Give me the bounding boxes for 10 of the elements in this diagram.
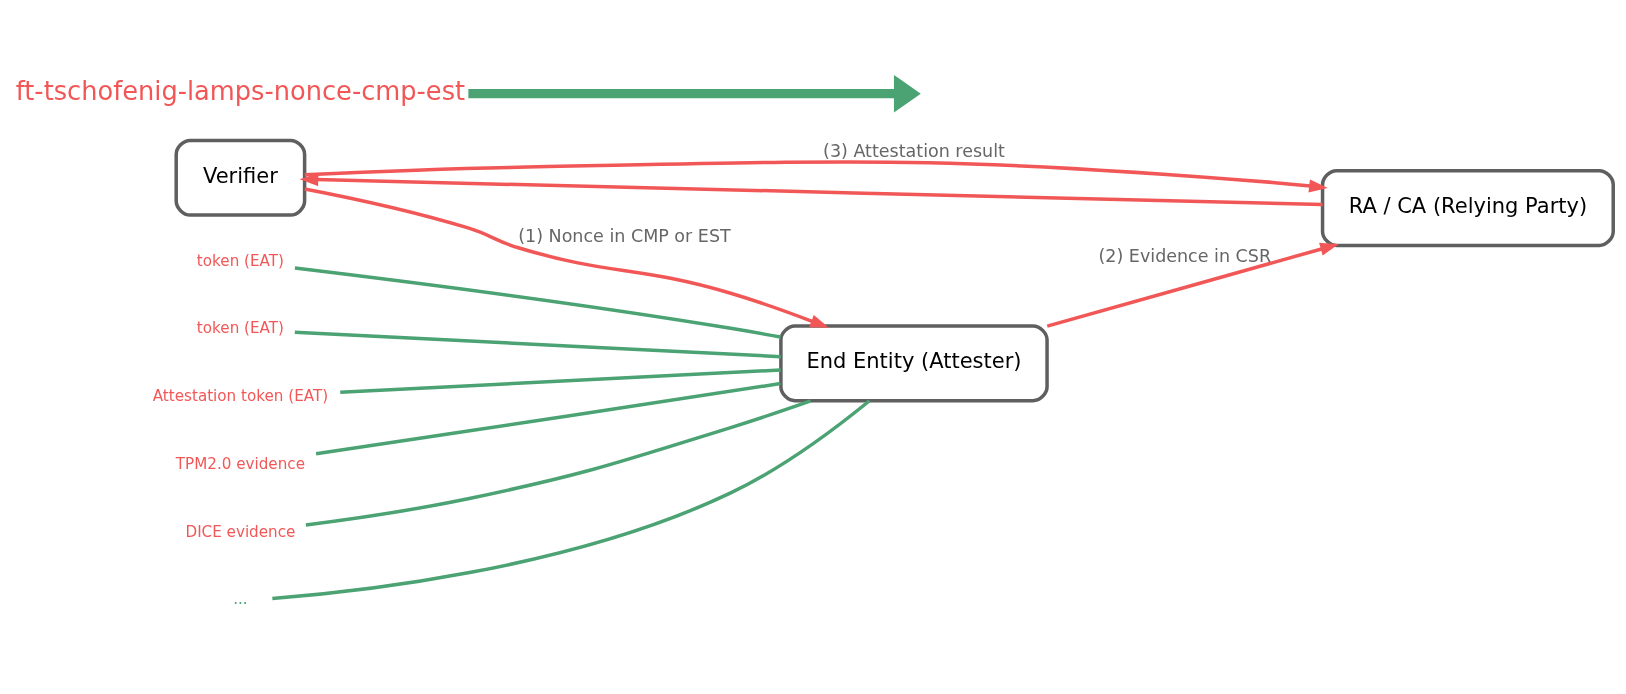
edge-label: (2) Evidence in CSR (1098, 245, 1272, 266)
node-text: DICE evidence (185, 522, 296, 541)
node-text: ... (233, 590, 248, 609)
node-text: ft-tschofenig-lamps-nonce-cmp-est (15, 76, 466, 107)
edge-label: (1) Nonce in CMP or EST (518, 225, 731, 246)
node-text: token (EAT) (196, 251, 284, 270)
edge-label: (3) Attestation result (823, 140, 1005, 161)
node-text: token (EAT) (196, 319, 284, 338)
node-text: TPM2.0 evidence (175, 454, 305, 473)
node-text: Attestation token (EAT) (152, 387, 329, 406)
